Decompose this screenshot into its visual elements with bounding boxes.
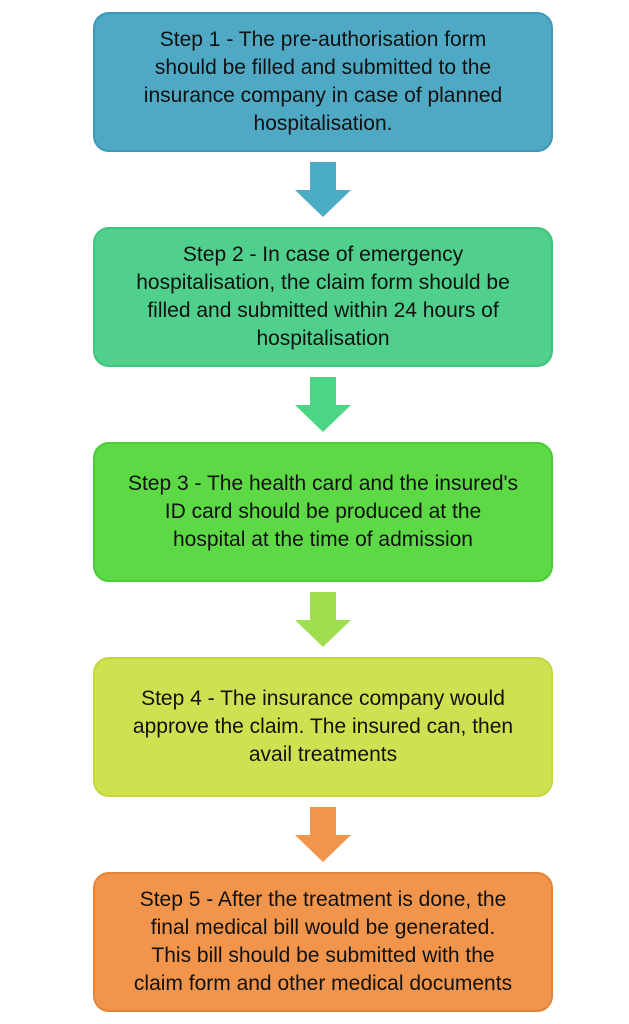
down-arrow-icon	[295, 377, 351, 432]
step-box-5: Step 5 - After the treatment is done, th…	[93, 872, 553, 1012]
step-box-3: Step 3 - The health card and the insured…	[93, 442, 553, 582]
down-arrow-icon	[295, 592, 351, 647]
down-arrow-icon	[295, 162, 351, 217]
down-arrow-icon	[295, 807, 351, 862]
arrow-3-container	[93, 592, 553, 647]
step-box-4: Step 4 - The insurance company would app…	[93, 657, 553, 797]
down-arrow-icon	[295, 807, 351, 862]
step-1-text: Step 1 - The pre-authorisation form shou…	[143, 28, 503, 135]
arrow-2-container	[93, 377, 553, 432]
step-2-text: Step 2 - In case of emergency hospitalis…	[136, 243, 510, 350]
step-5-text: Step 5 - After the treatment is done, th…	[133, 888, 513, 995]
step-box-1: Step 1 - The pre-authorisation form shou…	[93, 12, 553, 152]
arrow-4-container	[93, 807, 553, 862]
step-3-text: Step 3 - The health card and the insured…	[127, 472, 519, 551]
step-4-text: Step 4 - The insurance company would app…	[132, 687, 514, 766]
down-arrow-icon	[295, 162, 351, 217]
step-box-2: Step 2 - In case of emergency hospitalis…	[93, 227, 553, 367]
arrow-1-container	[93, 162, 553, 217]
down-arrow-icon	[295, 592, 351, 647]
down-arrow-icon	[295, 377, 351, 432]
